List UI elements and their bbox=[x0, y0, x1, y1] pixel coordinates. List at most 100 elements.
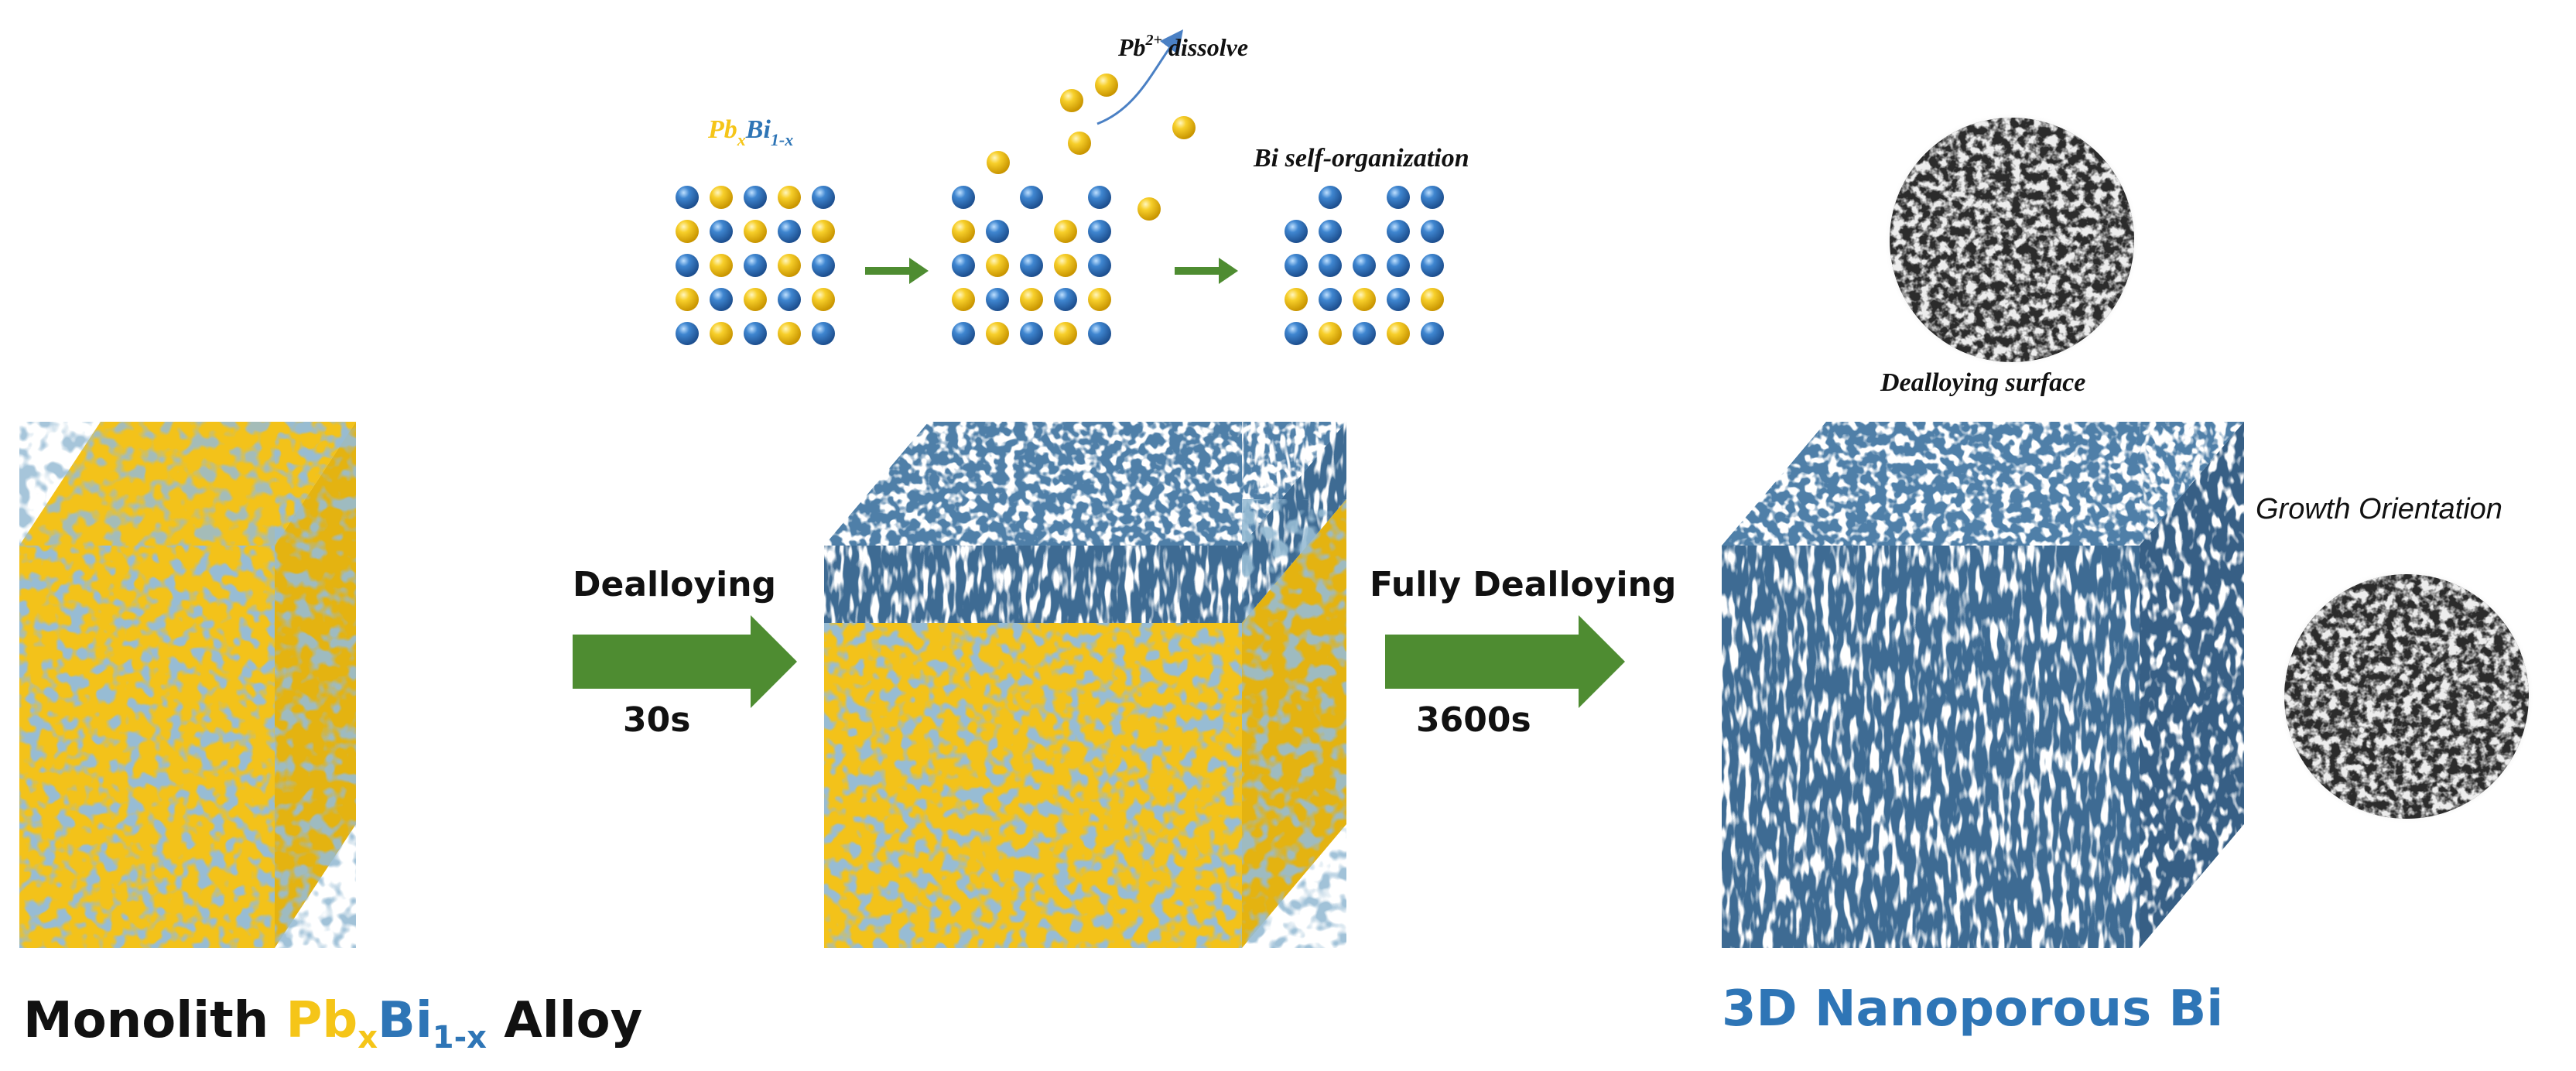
pb-atom bbox=[952, 288, 975, 311]
dealloying-step-2: Fully Dealloying 3600s bbox=[1370, 565, 1676, 740]
pb-atom bbox=[710, 322, 733, 345]
nanoporous-bi-cube bbox=[1722, 422, 2244, 948]
dissolve-label: Pb2+ dissolve bbox=[1117, 32, 1248, 61]
pb-atom bbox=[1319, 322, 1342, 345]
bi-atom bbox=[778, 220, 801, 243]
growth-label: Growth Orientation bbox=[2256, 493, 2502, 525]
bi-atom bbox=[744, 186, 767, 209]
lattice-arrow-1 bbox=[865, 258, 929, 284]
surface-label: Dealloying surface bbox=[1880, 368, 2085, 397]
step2-time: 3600s bbox=[1416, 700, 1531, 740]
bi-atom bbox=[1421, 186, 1444, 209]
bi-atom bbox=[812, 322, 835, 345]
pb-atom bbox=[1172, 116, 1196, 139]
bi-atom bbox=[1285, 322, 1308, 345]
pb-atom bbox=[986, 322, 1009, 345]
pb-atom bbox=[1421, 288, 1444, 311]
bi-atom bbox=[1088, 220, 1111, 243]
pb-atom bbox=[744, 220, 767, 243]
bi-atom bbox=[1353, 254, 1376, 277]
alloy-title: Monolith PbxBi1-x Alloy bbox=[23, 992, 642, 1056]
lattice-arrow-2 bbox=[1175, 258, 1238, 284]
bi-atom bbox=[744, 254, 767, 277]
bi-atom bbox=[1421, 254, 1444, 277]
bi-atom bbox=[952, 322, 975, 345]
bi-atom bbox=[1387, 288, 1410, 311]
bi-atom bbox=[744, 322, 767, 345]
bi-atom bbox=[710, 220, 733, 243]
pb-atom bbox=[1353, 288, 1376, 311]
step1-arrow bbox=[573, 615, 797, 708]
bi-atom bbox=[710, 288, 733, 311]
bi-atom bbox=[1387, 220, 1410, 243]
alloy-formula-label: PbxBi1-x bbox=[707, 115, 793, 149]
pb-atom bbox=[987, 151, 1010, 174]
pb-atom bbox=[812, 288, 835, 311]
pb-atom bbox=[1137, 197, 1161, 221]
pb-atom bbox=[710, 186, 733, 209]
pb-atom bbox=[744, 288, 767, 311]
dissolving-lattice bbox=[952, 74, 1196, 345]
bi-atom bbox=[812, 254, 835, 277]
bi-atom bbox=[1319, 186, 1342, 209]
bi-atom bbox=[1319, 254, 1342, 277]
step1-label: Dealloying bbox=[573, 565, 776, 604]
bi-atom bbox=[952, 186, 975, 209]
self-organization-label: Bi self-organization bbox=[1253, 144, 1469, 173]
bi-atom bbox=[1088, 254, 1111, 277]
alloy-cube bbox=[19, 422, 356, 948]
bi-atom bbox=[1285, 254, 1308, 277]
bi-atom bbox=[1285, 220, 1308, 243]
bi-atom bbox=[952, 254, 975, 277]
pb-atom bbox=[1054, 322, 1077, 345]
pb-atom bbox=[812, 220, 835, 243]
pb-atom bbox=[778, 322, 801, 345]
bi-atom bbox=[676, 186, 699, 209]
bi-atom bbox=[676, 254, 699, 277]
alloy-lattice bbox=[676, 186, 835, 345]
pb-atom bbox=[1088, 288, 1111, 311]
partially-dealloyed-cube bbox=[824, 422, 1346, 948]
bi-atom bbox=[986, 220, 1009, 243]
bi-atom bbox=[1088, 186, 1111, 209]
pb-atom bbox=[1068, 132, 1091, 155]
pb-atom bbox=[1387, 322, 1410, 345]
bi-atom bbox=[676, 322, 699, 345]
bi-self-organized-lattice bbox=[1285, 186, 1444, 345]
pb-atom bbox=[778, 254, 801, 277]
pb-atom bbox=[1285, 288, 1308, 311]
bi-atom bbox=[812, 186, 835, 209]
sem-growth-image bbox=[2279, 569, 2534, 824]
pb-atom bbox=[1054, 220, 1077, 243]
nanoporous-title: 3D Nanoporous Bi bbox=[1722, 980, 2223, 1038]
step2-arrow bbox=[1385, 615, 1625, 708]
pb-atom bbox=[676, 288, 699, 311]
pb-atom bbox=[952, 220, 975, 243]
bi-atom bbox=[1054, 288, 1077, 311]
bi-atom bbox=[1020, 186, 1043, 209]
pb-atom bbox=[1020, 288, 1043, 311]
bi-atom bbox=[1421, 220, 1444, 243]
bi-atom bbox=[1353, 322, 1376, 345]
bi-atom bbox=[1020, 322, 1043, 345]
bi-atom bbox=[1319, 220, 1342, 243]
pb-atom bbox=[1095, 74, 1118, 97]
sem-surface-image bbox=[1884, 112, 2140, 368]
pb-atom bbox=[1054, 254, 1077, 277]
bi-atom bbox=[1421, 322, 1444, 345]
atom-scheme: PbxBi1-x Pb2+ dissolve Bi self-organizat… bbox=[676, 32, 1469, 345]
bi-atom bbox=[778, 288, 801, 311]
step2-label: Fully Dealloying bbox=[1370, 565, 1676, 604]
dealloying-step-1: Dealloying 30s bbox=[573, 565, 797, 740]
pb-atom bbox=[778, 186, 801, 209]
bi-atom bbox=[1088, 322, 1111, 345]
bi-atom bbox=[1387, 254, 1410, 277]
bi-atom bbox=[1319, 288, 1342, 311]
pb-atom bbox=[1060, 89, 1083, 112]
bi-atom bbox=[1387, 186, 1410, 209]
bi-atom bbox=[986, 288, 1009, 311]
step1-time: 30s bbox=[623, 700, 690, 740]
bi-atom bbox=[1020, 254, 1043, 277]
pb-atom bbox=[986, 254, 1009, 277]
